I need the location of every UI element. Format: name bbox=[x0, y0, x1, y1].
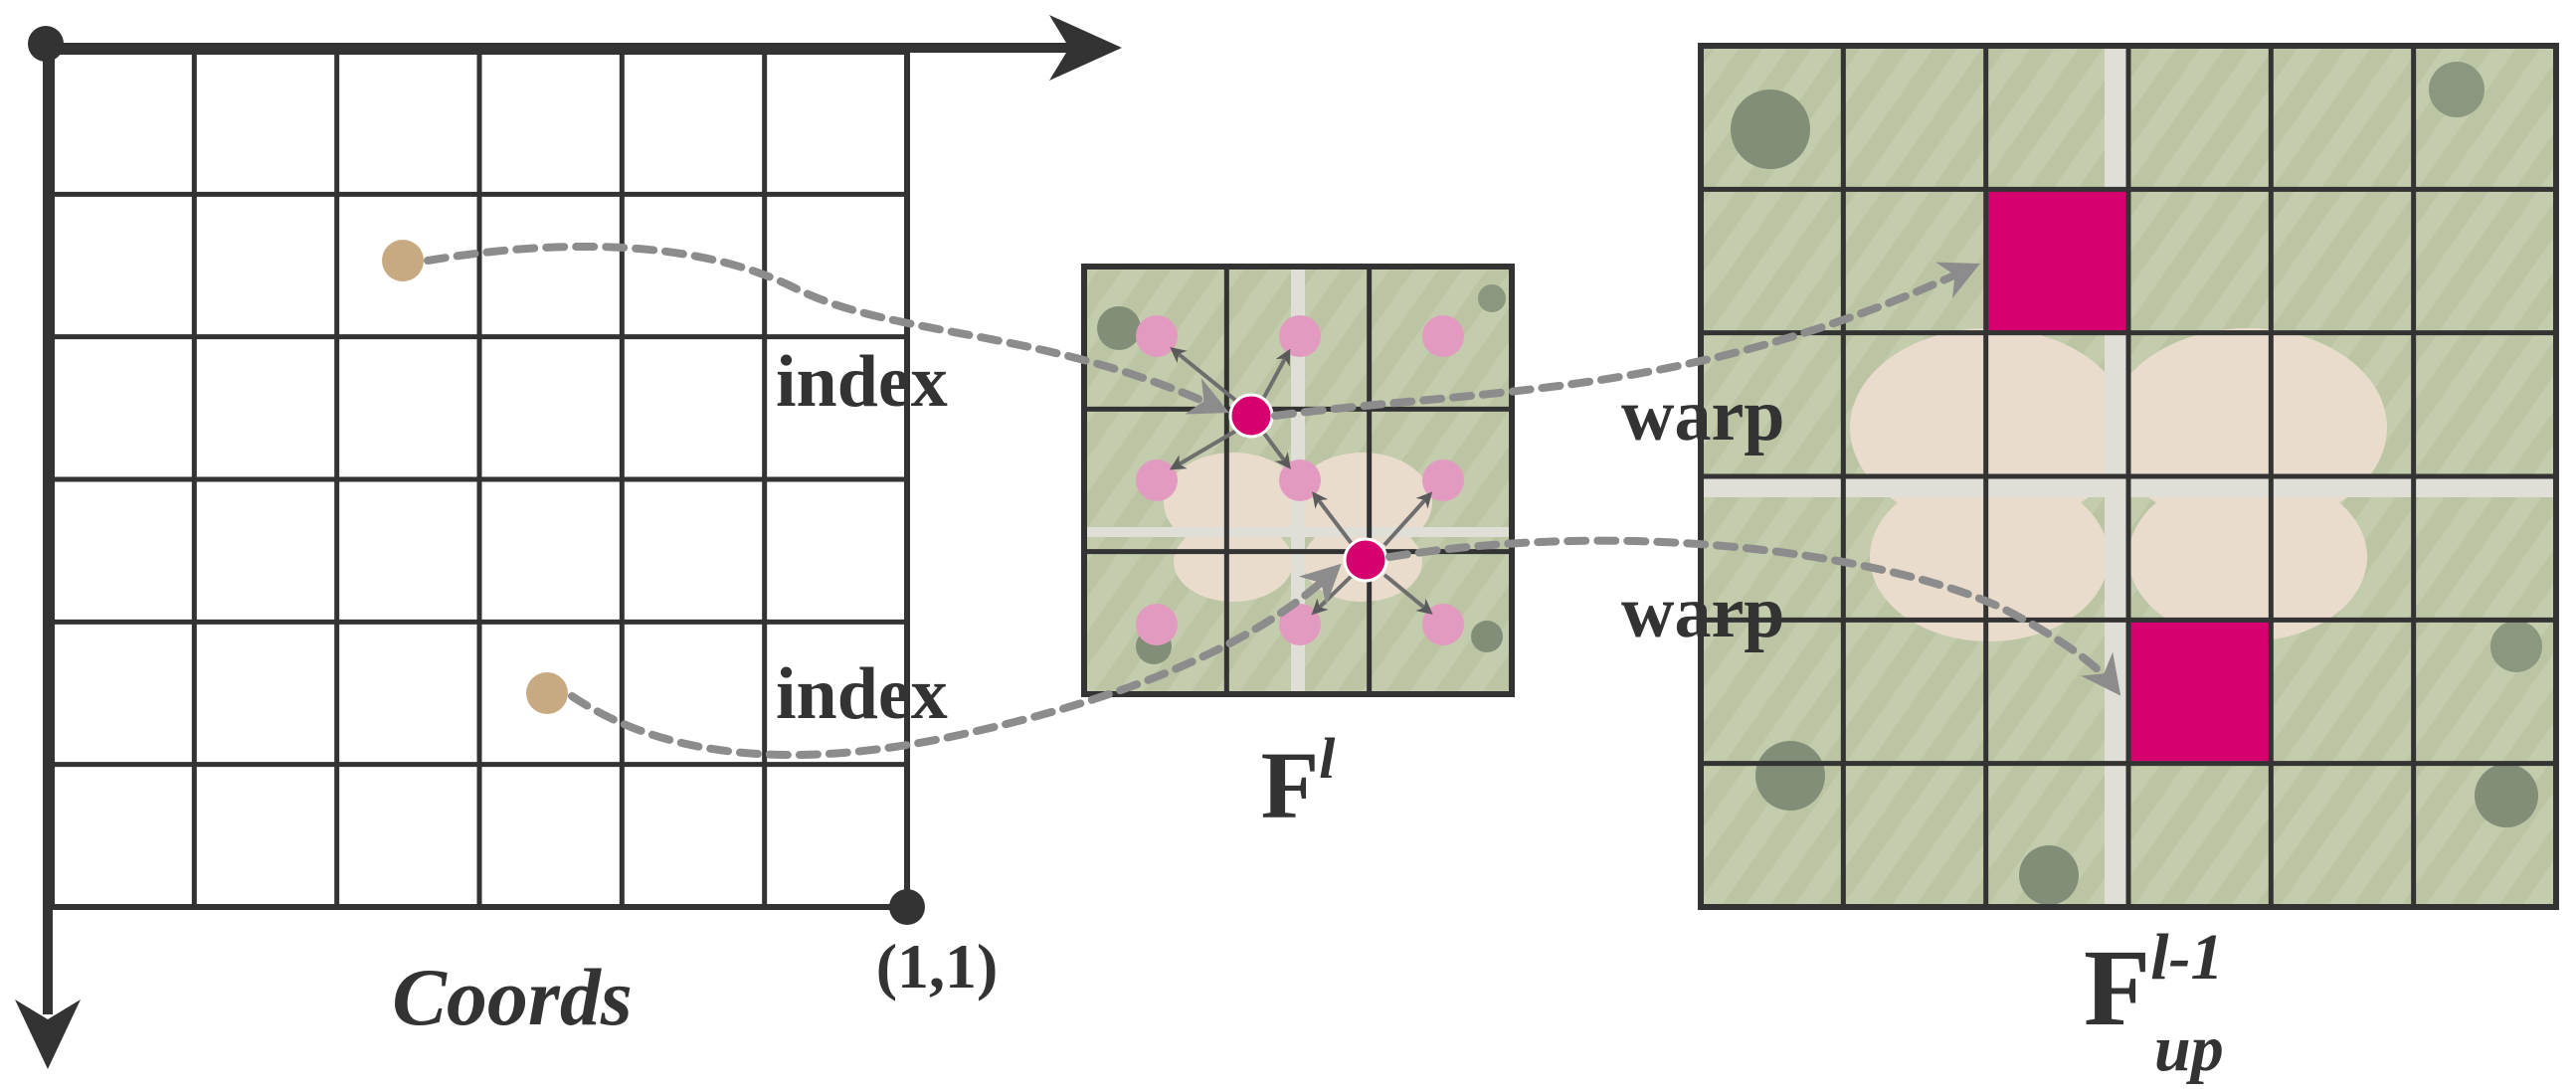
neighbor-point bbox=[1136, 315, 1178, 357]
x-axis-arrowhead bbox=[1049, 15, 1122, 81]
highlight-cell-bottom bbox=[2128, 619, 2271, 762]
index-arrow-top bbox=[424, 242, 1229, 415]
interpolation-arrows bbox=[1169, 346, 1433, 616]
neighbor-point bbox=[1279, 315, 1321, 357]
warp-arrow-bottom bbox=[1385, 536, 2121, 696]
index-arrows bbox=[424, 242, 1342, 760]
coords-grid bbox=[49, 49, 910, 910]
warped-point-top bbox=[1228, 393, 1274, 439]
neighbor-point bbox=[1136, 604, 1178, 645]
end-label: (1,1) bbox=[876, 931, 999, 1001]
upsampled-feature-grid bbox=[1698, 43, 2559, 910]
index-arrow-bottom bbox=[568, 563, 1342, 760]
y-axis-arrowhead bbox=[15, 999, 81, 1069]
neighbor-point bbox=[1422, 315, 1464, 357]
feature-map-grid bbox=[1081, 264, 1515, 697]
coords-label: Coords bbox=[392, 952, 633, 1042]
origin-dot bbox=[28, 26, 64, 62]
index-label-top: index bbox=[776, 341, 948, 423]
coords-panel: (1,1) Coords index index bbox=[15, 15, 1122, 1069]
warp-arrows bbox=[1271, 262, 2121, 696]
highlight-cell-top bbox=[1986, 189, 2128, 332]
warped-point-bottom bbox=[1343, 537, 1388, 583]
sample-point-top bbox=[382, 240, 424, 281]
warp-label-top: warp bbox=[1621, 375, 1784, 456]
warp-arrow-top bbox=[1271, 262, 1980, 420]
warp-label-bottom: warp bbox=[1621, 572, 1784, 653]
end-dot bbox=[889, 889, 925, 925]
neighbor-points bbox=[1136, 315, 1464, 645]
feature-map-label: Fl bbox=[1261, 726, 1337, 838]
index-label-bottom: index bbox=[776, 653, 948, 735]
grid-border bbox=[1081, 264, 1515, 697]
neighbor-point bbox=[1279, 604, 1321, 645]
neighbor-point bbox=[1279, 459, 1321, 501]
sample-point-bottom bbox=[526, 672, 568, 714]
neighbor-point bbox=[1422, 459, 1464, 501]
neighbor-point bbox=[1136, 459, 1178, 501]
